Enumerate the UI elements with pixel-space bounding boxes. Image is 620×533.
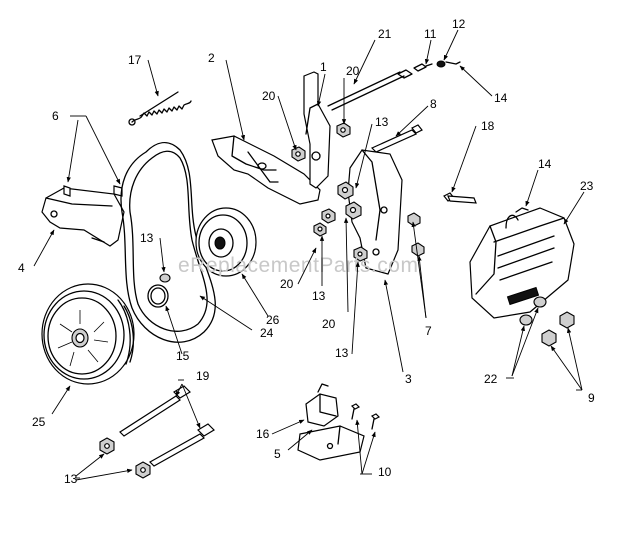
arm (303, 71, 331, 189)
bolt (541, 311, 575, 347)
bolt (443, 192, 477, 204)
nut (345, 201, 362, 220)
callout-14b: 14 (538, 157, 552, 171)
callout-13b: 13 (375, 115, 389, 129)
callout-14a: 14 (494, 91, 508, 105)
cotter-pin (515, 207, 529, 213)
drive-belt (120, 142, 216, 343)
control-rod (327, 69, 413, 111)
callout-13e: 13 (64, 472, 78, 486)
nut (321, 208, 336, 224)
bracket-plate (347, 149, 403, 275)
nut (353, 246, 368, 262)
nut (135, 461, 151, 479)
drive-pulley (41, 283, 135, 385)
gear-case (469, 207, 575, 319)
nut (336, 122, 351, 138)
ferrule (436, 60, 461, 68)
callout-4: 4 (18, 261, 25, 275)
bolt (63, 185, 123, 197)
callout-8: 8 (430, 97, 437, 111)
screw (350, 403, 381, 430)
callout-12: 12 (452, 17, 466, 31)
spring-clip (413, 63, 433, 72)
nut (313, 222, 327, 237)
callout-13d: 13 (335, 346, 349, 360)
callout-3: 3 (405, 372, 412, 386)
callout-24: 24 (260, 326, 274, 340)
callout-17: 17 (128, 53, 142, 67)
callout-6: 6 (52, 109, 59, 123)
callout-13c: 13 (312, 289, 326, 303)
switch-bracket (297, 425, 365, 461)
long-bolt (149, 423, 215, 467)
bolt (370, 124, 423, 153)
safety-switch (305, 383, 339, 427)
nut (337, 181, 354, 200)
callout-19: 19 (196, 369, 210, 383)
callout-5: 5 (274, 447, 281, 461)
callout-2: 2 (208, 51, 215, 65)
nut (159, 273, 171, 283)
callout-9: 9 (588, 391, 595, 405)
retaining-ring (147, 284, 169, 308)
washer (519, 296, 547, 326)
callout-1: 1 (320, 60, 327, 74)
nut (407, 212, 425, 257)
callout-20d: 20 (322, 317, 336, 331)
callout-22: 22 (484, 372, 498, 386)
callout-23: 23 (580, 179, 594, 193)
callouts: 1 2 3 4 5 6 7 8 9 10 11 12 13 13 13 13 1… (18, 17, 595, 486)
watermark: eReplacementParts.com (178, 254, 418, 277)
callout-20a: 20 (262, 89, 276, 103)
callout-26: 26 (266, 313, 280, 327)
mounting-bracket (41, 187, 125, 247)
callout-18: 18 (481, 119, 495, 133)
idler-bracket (211, 135, 321, 205)
callout-13a: 13 (140, 231, 154, 245)
callout-25: 25 (32, 415, 46, 429)
spring (128, 91, 192, 126)
nut (99, 437, 115, 455)
idler-pulley (195, 207, 257, 277)
callout-7: 7 (425, 324, 432, 338)
callout-21: 21 (378, 27, 392, 41)
long-bolt (119, 385, 191, 437)
callout-20b: 20 (346, 64, 360, 78)
callout-16: 16 (256, 427, 270, 441)
callout-15: 15 (176, 349, 190, 363)
nut (291, 146, 306, 162)
callout-10: 10 (378, 465, 392, 479)
callout-20c: 20 (280, 277, 294, 291)
leader-lines (33, 29, 585, 481)
callout-11: 11 (424, 27, 437, 41)
